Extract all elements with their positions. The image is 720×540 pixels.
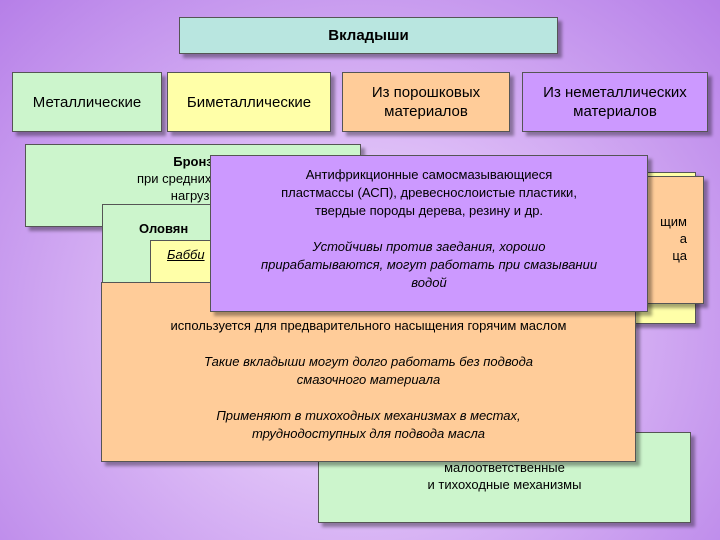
category-metal: Металлические — [12, 72, 162, 132]
diagram-title: Вкладыши — [179, 17, 558, 54]
features-line4: смазочного материала — [296, 372, 441, 387]
nonmetal-usage-line2: и тихоходные механизмы — [427, 477, 582, 492]
category-metal-label: Металлические — [32, 93, 142, 111]
bronze-head: Бронз — [173, 154, 213, 169]
asp-line1: Антифрикционные самосмазывающиеся — [305, 167, 553, 182]
tin-head: Оловян — [139, 221, 189, 236]
asp-card: Антифрикционные самосмазывающиеся пластм… — [210, 155, 648, 312]
features-line3: Такие вкладыши могут долго работать без … — [204, 354, 533, 369]
asp-line4: Устойчивы против заедания, хорошо — [312, 239, 546, 254]
babbit-text: Бабби — [167, 247, 205, 262]
nonmetal-usage-line1: малоответственные — [444, 460, 565, 475]
features-line5: Применяют в тихоходных механизмах в мест… — [216, 408, 521, 423]
powder-line1: щим — [660, 214, 687, 229]
features-line6: труднодоступных для подвода масла — [251, 426, 486, 441]
category-nonmetal-label: Из неметаллических материалов — [543, 84, 687, 120]
asp-line2: пластмассы (АСП), древеснослоистые пласт… — [281, 185, 577, 200]
category-bimetal-label: Биметаллические — [186, 93, 312, 111]
diagram-title-text: Вкладыши — [328, 27, 409, 44]
asp-line3: твердые породы дерева, резину и др. — [314, 203, 544, 218]
category-nonmetal: Из неметаллических материалов — [522, 72, 708, 132]
category-bimetal: Биметаллические — [167, 72, 331, 132]
category-powder-label: Из порошковых материалов — [371, 84, 481, 120]
powder-line3: ца — [672, 248, 687, 263]
powder-line2: а — [679, 231, 687, 246]
category-powder: Из порошковых материалов — [342, 72, 510, 132]
bronze-line2: нагрузк — [170, 188, 216, 203]
features-line2: используется для предварительного насыще… — [170, 318, 567, 333]
asp-line6: водой — [411, 275, 447, 290]
features-card: Особен используется для предварительного… — [101, 282, 636, 462]
asp-line5: прирабатываются, могут работать при смаз… — [260, 257, 598, 272]
